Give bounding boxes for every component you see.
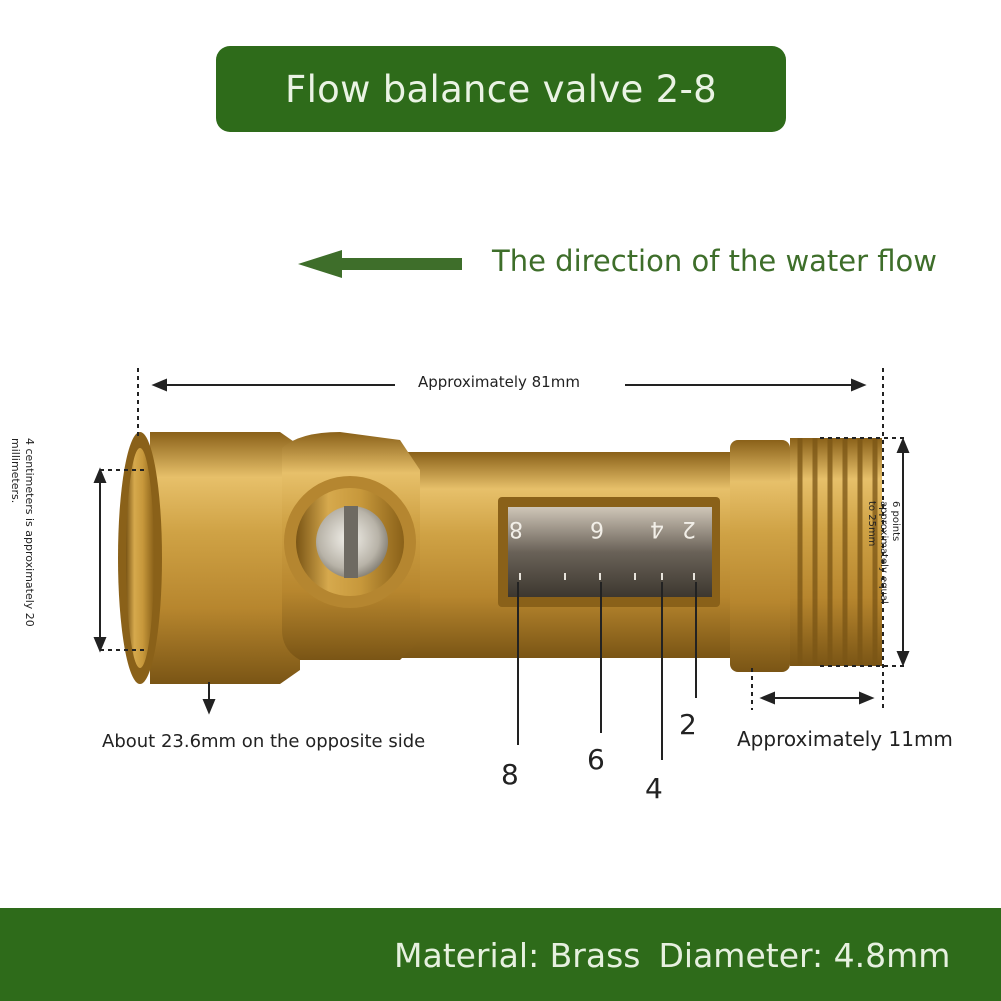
page-title: Flow balance valve 2-8 — [285, 67, 717, 111]
flow-direction-label: The direction of the water flow — [492, 244, 938, 278]
scale-label-2: 2 — [679, 708, 697, 741]
right-side-dimension-label: 6 points approximately equal to 25mm — [866, 501, 901, 604]
flow-direction-arrow-icon — [298, 250, 462, 278]
window-scale-8: 8 — [509, 516, 523, 541]
footer-bar — [0, 908, 1001, 1001]
window-scale-2: 2 — [682, 516, 696, 541]
diameter-spec: Diameter: 4.8mm — [658, 936, 951, 975]
scale-label-8: 8 — [501, 758, 519, 791]
title-banner: Flow balance valve 2-8 — [216, 46, 786, 132]
scale-label-4: 4 — [645, 772, 663, 805]
length-dimension-label: Approximately 81mm — [418, 373, 580, 391]
scale-label-6: 6 — [587, 743, 605, 776]
footer-specs: Material: Brass Diameter: 4.8mm — [394, 936, 968, 975]
opposite-side-dimension-label: About 23.6mm on the opposite side — [102, 731, 426, 752]
window-scale-6: 6 — [590, 516, 604, 541]
thread-length-dimension-label: Approximately 11mm — [737, 727, 953, 751]
window-scale-4: 4 — [650, 516, 664, 541]
left-side-dimension-label: 4 centimeters is approximately 20 millim… — [9, 438, 36, 627]
material-spec: Material: Brass — [394, 936, 641, 975]
